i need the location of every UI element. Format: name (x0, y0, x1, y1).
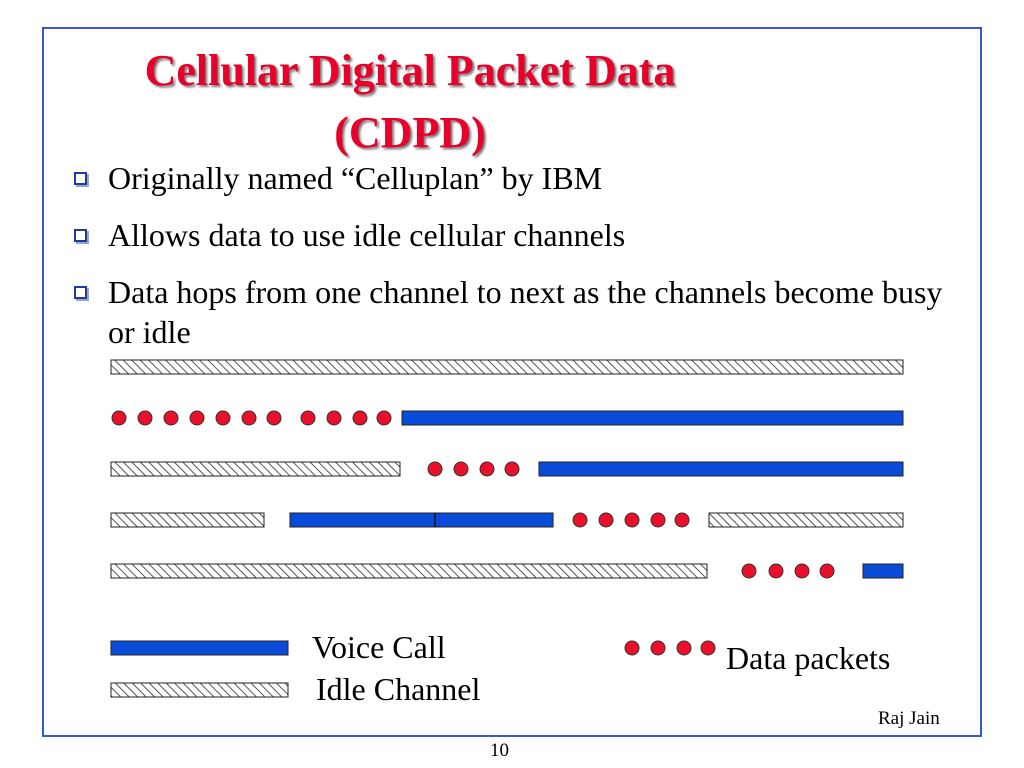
legend-data-label: Data packets (726, 640, 891, 676)
author-credit: Raj Jain (878, 708, 940, 729)
square-bullet-icon (74, 229, 87, 242)
title-line-2: (CDPD) (334, 108, 486, 157)
square-bullet-icon (74, 172, 87, 185)
bullet-item: Allows data to use idle cellular channel… (70, 215, 950, 255)
page-number: 10 (490, 740, 509, 761)
bullet-text: Originally named “Celluplan” by IBM (108, 160, 603, 196)
bullet-list: Originally named “Celluplan” by IBM Allo… (70, 158, 950, 369)
square-bullet-icon (74, 286, 87, 299)
bullet-item: Data hops from one channel to next as th… (70, 272, 950, 352)
bullet-item: Originally named “Celluplan” by IBM (70, 158, 950, 198)
bullet-text: Data hops from one channel to next as th… (108, 274, 943, 350)
slide-frame (42, 27, 982, 737)
legend-voice-label: Voice Call (312, 629, 446, 665)
slide-title: Cellular Digital Packet Data (CDPD) (60, 40, 760, 164)
title-line-1: Cellular Digital Packet Data (144, 46, 676, 95)
bullet-text: Allows data to use idle cellular channel… (108, 217, 626, 253)
legend-idle-label: Idle Channel (316, 671, 481, 707)
